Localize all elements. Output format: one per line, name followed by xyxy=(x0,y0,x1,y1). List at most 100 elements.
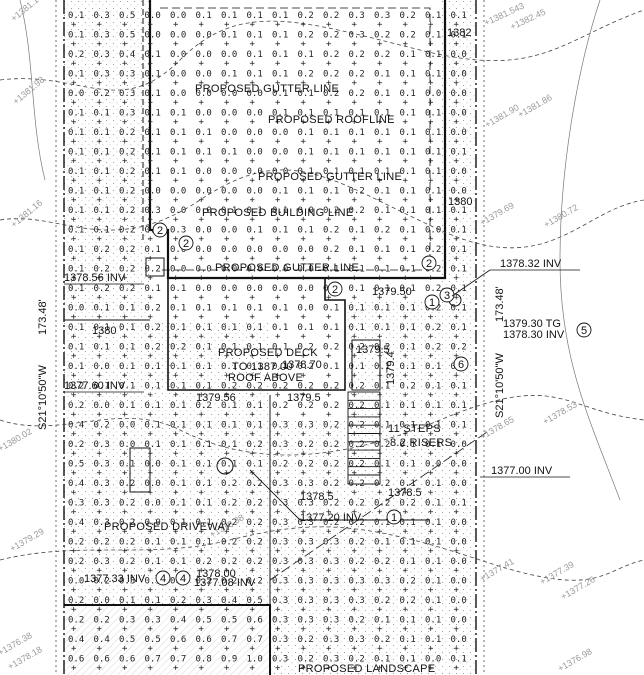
grid-value: 0.1 xyxy=(145,440,161,450)
grid-value: 0.1 xyxy=(68,31,84,41)
grid-value: 0.1 xyxy=(170,148,186,158)
grid-point-mark: + xyxy=(122,547,128,557)
grid-value: 0.0 xyxy=(145,31,161,41)
grid-point-mark: + xyxy=(403,254,409,264)
grid-value: 0.0 xyxy=(145,11,161,21)
grid-value: 0.0 xyxy=(119,440,135,450)
grid-point-mark: + xyxy=(275,118,281,128)
grid-value: 0.2 xyxy=(425,265,441,275)
grid-point-mark: + xyxy=(352,235,358,245)
grid-value: 0.1 xyxy=(298,226,314,236)
grid-value: 0.1 xyxy=(451,304,467,314)
grid-value: 0.7 xyxy=(221,635,237,645)
grid-value: 0.0 xyxy=(196,284,212,294)
grid-point-mark: + xyxy=(352,118,358,128)
grid-point-mark: + xyxy=(301,605,307,615)
grid-point-mark: + xyxy=(428,430,434,440)
grid-point-mark: + xyxy=(301,137,307,147)
grid-point-mark: + xyxy=(71,274,77,284)
grid-point-mark: + xyxy=(199,488,205,498)
grid-value: 0.2 xyxy=(94,265,110,275)
grid-value: 0.2 xyxy=(298,362,314,372)
grid-point-mark: + xyxy=(301,79,307,89)
grid-value: 0.2 xyxy=(298,460,314,470)
grid-value: 0.2 xyxy=(68,616,84,626)
elev-1379-5-top: 1379.5 xyxy=(356,344,390,356)
grid-value: 0.1 xyxy=(68,70,84,80)
grid-point-mark: + xyxy=(97,625,103,635)
grid-value: 0.1 xyxy=(400,635,416,645)
grid-value: 0.2 xyxy=(68,440,84,450)
grid-value: 0.3 xyxy=(272,440,288,450)
grid-point-mark: + xyxy=(250,566,256,576)
grid-value: 0.2 xyxy=(374,499,390,509)
grid-point-mark: + xyxy=(326,449,332,459)
grid-value: 0.2 xyxy=(119,479,135,489)
grid-value: 0.1 xyxy=(68,362,84,372)
grid-value: 0.1 xyxy=(451,401,467,411)
grid-point-mark: + xyxy=(275,352,281,362)
grid-value: 0.1 xyxy=(170,421,186,431)
grid-value: 0.2 xyxy=(323,479,339,489)
grid-value: 0.1 xyxy=(451,284,467,294)
contour-3 xyxy=(0,394,644,456)
grid-point-mark: + xyxy=(377,157,383,167)
grid-value: 0.0 xyxy=(196,245,212,255)
grid-point-mark: + xyxy=(326,586,332,596)
grid-value: 0.2 xyxy=(349,206,365,216)
grid-value: 0.3 xyxy=(272,616,288,626)
grid-value: 0.2 xyxy=(323,89,339,99)
grid-point-mark: + xyxy=(326,391,332,401)
grid-point-mark: + xyxy=(148,527,154,537)
grid-point-mark: + xyxy=(301,391,307,401)
grid-point-mark: + xyxy=(428,352,434,362)
grid-point-mark: + xyxy=(224,235,230,245)
grid-point-mark: + xyxy=(301,274,307,284)
grid-point-mark: + xyxy=(275,137,281,147)
grid-point-mark: + xyxy=(97,664,103,674)
grid-point-mark: + xyxy=(148,586,154,596)
grid-value: 0.1 xyxy=(298,50,314,60)
spot-elevation: +1377.41 xyxy=(478,556,516,584)
grid-point-mark: + xyxy=(71,196,77,206)
grid-point-mark: + xyxy=(275,625,281,635)
grid-value: 0.3 xyxy=(349,31,365,41)
grid-value: 0.1 xyxy=(323,109,339,119)
grid-value: 0.1 xyxy=(298,109,314,119)
grid-value: 0.0 xyxy=(451,518,467,528)
grid-point-mark: + xyxy=(326,176,332,186)
grid-value: 0.0 xyxy=(145,499,161,509)
grid-point-mark: + xyxy=(71,215,77,225)
label-building-line: PROPOSED BUILDING LINE xyxy=(202,207,353,219)
elev-1378-70: 1378.70 xyxy=(282,359,322,371)
grid-point-mark: + xyxy=(352,586,358,596)
grid-value: 0.2 xyxy=(323,206,339,216)
grid-value: 0.1 xyxy=(323,128,339,138)
grid-value: 0.1 xyxy=(400,70,416,80)
grid-point-mark: + xyxy=(71,605,77,615)
grid-value: 0.1 xyxy=(400,401,416,411)
grid-point-mark: + xyxy=(428,449,434,459)
grid-point-mark: + xyxy=(301,508,307,518)
grid-value: 0.5 xyxy=(119,11,135,21)
grid-point-mark: + xyxy=(173,313,179,323)
elev-1378-32-inv: 1378.32 INV xyxy=(500,258,562,270)
grid-value: 0.2 xyxy=(349,401,365,411)
grid-point-mark: + xyxy=(250,644,256,654)
elev-1382: 1382 xyxy=(447,27,471,39)
grid-point-mark: + xyxy=(97,235,103,245)
grid-value: 0.0 xyxy=(221,89,237,99)
grid-value: 0.2 xyxy=(323,11,339,21)
elev-1378-00: 1378.00 xyxy=(196,568,236,580)
grid-value: 0.4 xyxy=(221,596,237,606)
grid-value: 0.1 xyxy=(247,31,263,41)
grid-value: 0.1 xyxy=(374,148,390,158)
grid-point-mark: + xyxy=(250,235,256,245)
building-outline xyxy=(148,0,447,280)
grid-value: 0.1 xyxy=(349,167,365,177)
grid-value: 0.1 xyxy=(196,518,212,528)
grid-point-mark: + xyxy=(301,235,307,245)
drain-inlet-2 xyxy=(129,447,151,493)
grid-value: 0.1 xyxy=(170,362,186,372)
grid-point-mark: + xyxy=(326,235,332,245)
